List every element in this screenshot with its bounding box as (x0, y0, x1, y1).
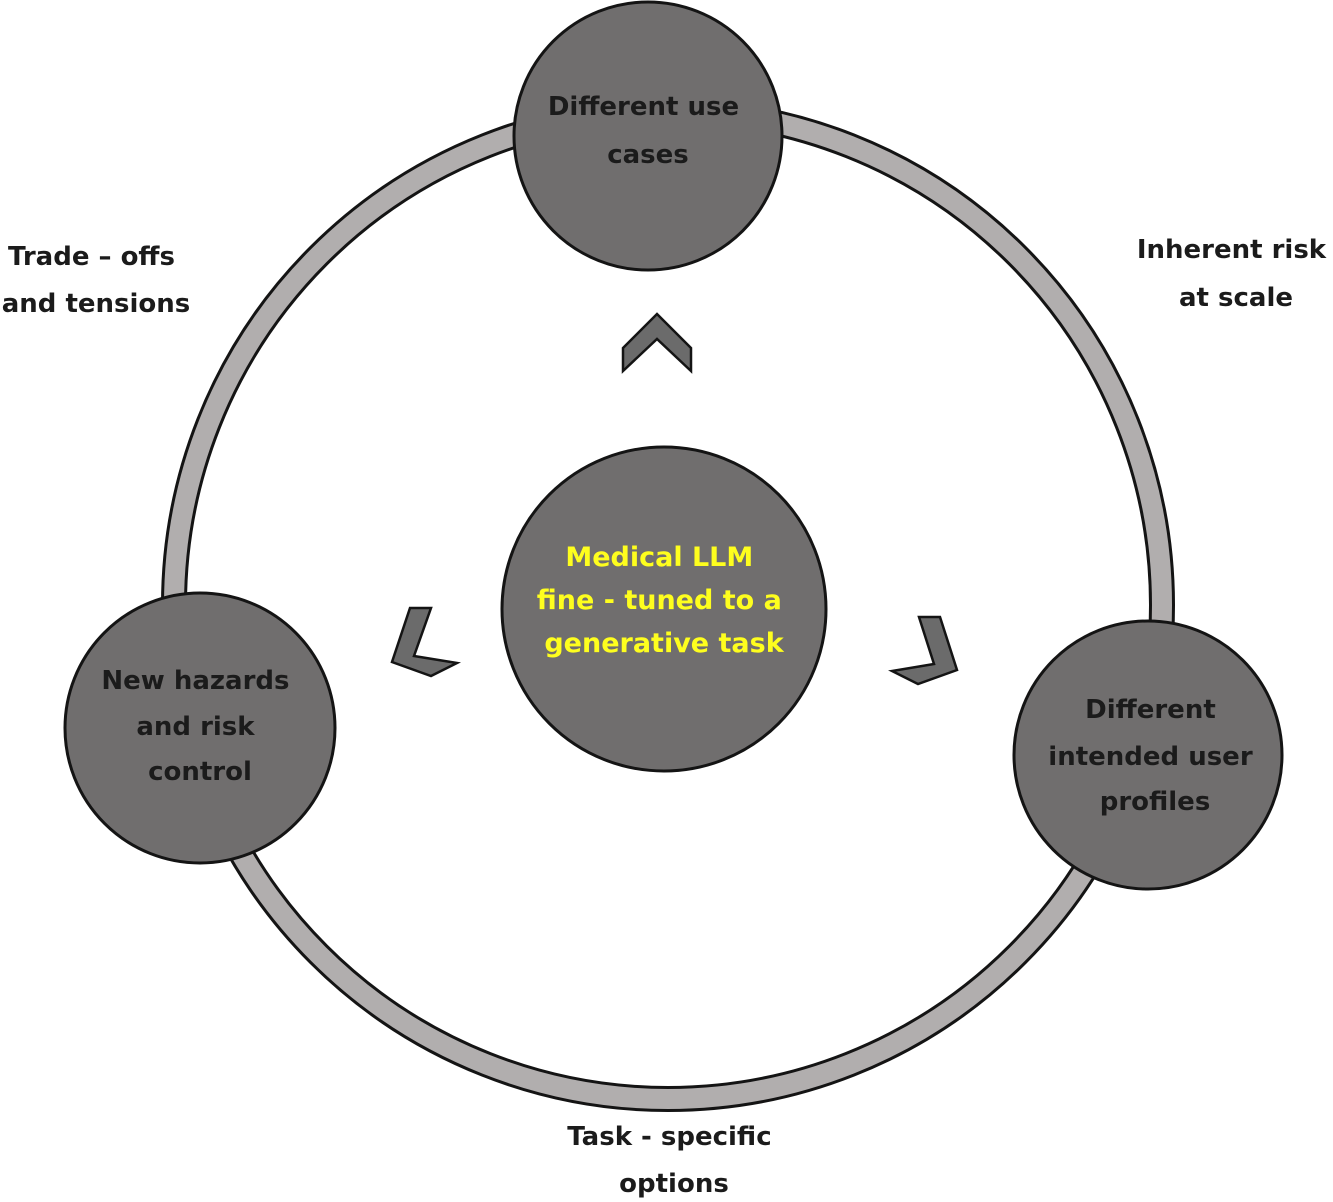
label-inherent-risk: Inherent risk at scale (1137, 235, 1333, 313)
label-task-specific-line-2: options (619, 1169, 729, 1199)
chevron-lower-left-icon-shape (390, 606, 462, 678)
node-right-line-2: intended user (1048, 742, 1253, 772)
label-trade-offs: Trade – offs and tensions (2, 242, 191, 319)
node-new-hazards: New hazards and risk control (63, 591, 337, 865)
node-left-line-2: and risk (136, 712, 255, 742)
center-circle (500, 445, 828, 773)
node-right-line-1: Different (1085, 695, 1216, 725)
node-right-circle (1012, 619, 1284, 891)
label-inherent-risk-line-2: at scale (1179, 283, 1293, 313)
svg-text:New hazards and risk: New hazards and risk control (101, 666, 298, 787)
chevron-lower-right-icon (888, 615, 959, 686)
label-task-specific-line-1: Task - specific (567, 1122, 771, 1152)
label-task-specific: Task - specific options (567, 1122, 780, 1199)
chevron-up-icon (621, 312, 693, 374)
center-node: Medical LLM fine - tuned to a generative… (500, 445, 828, 773)
svg-text:Different intended user: Different intended user profiles (1048, 695, 1261, 817)
node-left-line-1: New hazards (101, 666, 289, 696)
center-label-line-3: generative task (544, 628, 784, 659)
label-inherent-risk-line-1: Inherent risk (1137, 235, 1327, 265)
node-top-line-2: cases (607, 140, 689, 170)
center-label-line-1: Medical LLM (565, 542, 753, 573)
node-different-user-profiles: Different intended user profiles (1012, 619, 1284, 891)
label-trade-offs-line-2: and tensions (2, 289, 191, 319)
svg-text:Different use cases: Different use cases (548, 92, 748, 170)
node-right-line-3: profiles (1100, 787, 1211, 817)
svg-text:Medical LLM fine - tune: Medical LLM fine - tuned to a generative… (537, 542, 791, 659)
node-left-line-3: control (148, 757, 252, 787)
node-left-circle (63, 591, 337, 865)
node-different-use-cases: Different use cases (512, 0, 784, 272)
node-top-line-1: Different use (548, 92, 739, 122)
label-trade-offs-line-1: Trade – offs (8, 242, 175, 272)
node-top-circle (512, 0, 784, 272)
center-label-line-2: fine - tuned to a (537, 585, 782, 616)
